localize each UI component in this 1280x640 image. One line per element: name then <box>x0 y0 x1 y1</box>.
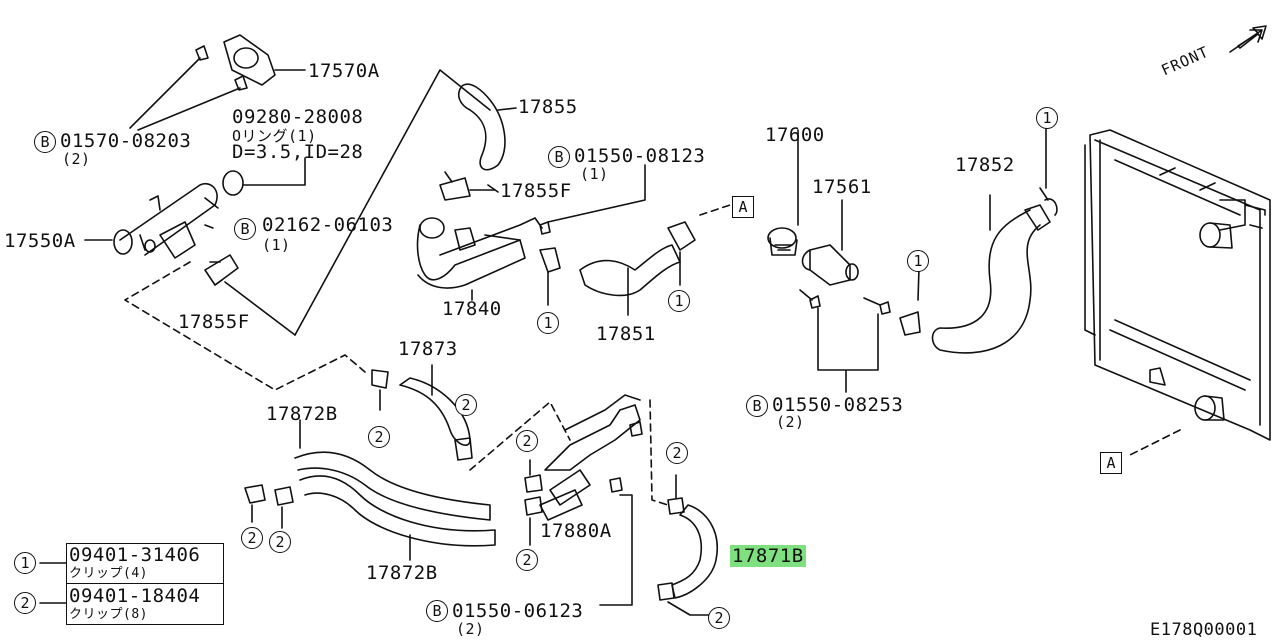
pipe-17880A-drawing <box>524 394 643 606</box>
radiator-drawing <box>1084 129 1271 441</box>
bolt-label-01570: 01570-08203 <box>60 130 192 152</box>
part-label-17872B-upper: 17872B <box>266 403 338 425</box>
legend-leaders <box>39 562 67 604</box>
bolt-qty-02162: (1) <box>262 236 291 254</box>
bolt-qty-01550-08123: (1) <box>580 165 609 183</box>
bolt-leader-08253 <box>817 307 879 393</box>
oring-drawing <box>222 157 306 196</box>
part-label-17840: 17840 <box>442 298 502 320</box>
bolt-label-01550-08253: 01550-08253 <box>772 394 904 416</box>
bolt-label-01550-08123: 01550-08123 <box>574 145 706 167</box>
legend-num-1: 1 <box>14 552 36 574</box>
oring-dimensions: D=3.5,ID=28 <box>232 141 364 163</box>
clip-callout-2: 2 <box>666 442 688 464</box>
hose-17855-drawing <box>458 83 506 171</box>
bolt-qty-01550-06123: (2) <box>456 620 485 638</box>
bolt-qty-01570: (2) <box>62 150 91 168</box>
front-arrow-icon <box>1229 25 1267 53</box>
part-label-17550A: 17550A <box>4 230 76 252</box>
hose-17851-drawing <box>539 164 696 316</box>
ref-marker-a: A <box>1100 452 1122 474</box>
clip-callout-2: 2 <box>368 426 390 448</box>
leaders-clip1 <box>917 127 1047 301</box>
bolt-marker-b: B <box>426 600 448 622</box>
leader-17855 <box>294 69 491 336</box>
part-label-17872B-lower: 17872B <box>366 562 438 584</box>
clip-callout-2: 2 <box>269 531 291 553</box>
part-label-17561: 17561 <box>812 176 872 198</box>
clip-callout-2: 2 <box>708 607 730 629</box>
oring-name: Oリング(1) <box>232 127 317 145</box>
clip-callout-1: 1 <box>907 250 929 272</box>
part-label-17855: 17855 <box>518 96 578 118</box>
part-label-17851: 17851 <box>596 323 656 345</box>
clip-17852-drawing <box>899 311 921 336</box>
clip-callout-2: 2 <box>241 527 263 549</box>
flange-17570A-drawing <box>129 34 306 131</box>
oring-part-number: 09280-28008 <box>232 106 364 128</box>
pipe-17550A-drawing <box>84 183 219 259</box>
part-label-17570A: 17570A <box>308 60 380 82</box>
part-label-17600: 17600 <box>765 124 825 146</box>
part-label-17855F-lower: 17855F <box>178 311 250 333</box>
leaders-misc <box>487 107 517 193</box>
bolt-label-02162: 02162-06103 <box>262 214 394 236</box>
part-label-17880A: 17880A <box>540 520 612 542</box>
clip-callout-1: 1 <box>668 290 690 312</box>
part-label-17855F-upper: 17855F <box>500 180 572 202</box>
clip-callout-1: 1 <box>537 312 559 334</box>
bolt-marker-b: B <box>234 218 256 240</box>
hose-17852-drawing <box>931 187 1058 354</box>
thermostat-drawing <box>767 129 891 315</box>
hose-17871B-drawing <box>657 474 718 616</box>
ref-marker-a: A <box>732 196 754 218</box>
clamp-17855F-upper-drawing <box>439 171 496 201</box>
part-label-17871B-highlighted[interactable]: 17871B <box>730 545 806 567</box>
bolt-qty-01550-08253: (2) <box>776 413 805 431</box>
part-label-17873: 17873 <box>398 338 458 360</box>
clip-legend-table: 09401-31406 クリップ(4) 09401-18404 クリップ(8) <box>66 543 224 625</box>
legend-part-2: 09401-18404 <box>69 585 201 607</box>
legend-num-2: 2 <box>14 592 36 614</box>
clip-callout-1: 1 <box>1036 107 1058 129</box>
hose-17873-drawing <box>371 364 473 461</box>
dashed-routes <box>124 204 1181 506</box>
legend-divider <box>67 583 223 584</box>
bolt-marker-b: B <box>34 131 56 153</box>
bolt-marker-b: B <box>548 146 570 168</box>
pipe-17840-drawing <box>416 217 543 301</box>
legend-desc-2: クリップ(8) <box>69 607 148 622</box>
hose-17872B-drawing <box>244 419 496 561</box>
diagram-footer-code: E178Q00001 <box>1150 620 1258 640</box>
clip-callout-2: 2 <box>455 394 477 416</box>
clip-callout-2: 2 <box>516 430 538 452</box>
clip-callout-2: 2 <box>516 549 538 571</box>
legend-desc-1: クリップ(4) <box>69 566 148 581</box>
bolt-label-01550-06123: 01550-06123 <box>452 600 584 622</box>
clamp-17855F-lower-drawing <box>204 254 296 336</box>
part-label-17852: 17852 <box>955 154 1015 176</box>
legend-part-1: 09401-31406 <box>69 544 201 566</box>
bolt-marker-b: B <box>746 395 768 417</box>
